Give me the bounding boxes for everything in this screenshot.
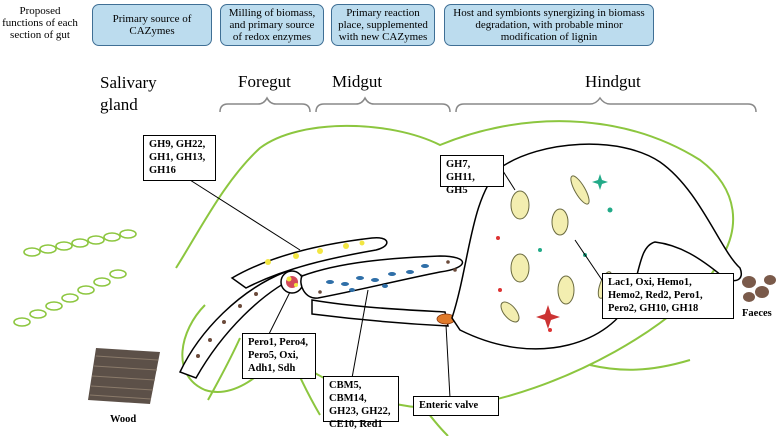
section-label-salivary: Salivary gland	[100, 73, 157, 114]
function-box-foregut: Milling of biomass, and primary source o…	[220, 4, 324, 46]
faeces-pellets-icon	[742, 275, 776, 302]
wood-block-icon	[88, 348, 160, 404]
midgut-tube-icon	[300, 255, 463, 299]
enzyme-box-salivary: GH9, GH22, GH1, GH13, GH16	[143, 135, 216, 181]
function-box-midgut: Primary reaction place, supplemented wit…	[331, 4, 435, 46]
midgut-particles	[326, 264, 429, 292]
termite-leg-icon	[207, 337, 691, 436]
section-label-midgut: Midgut	[332, 72, 383, 91]
header-label: Proposed functions of each section of gu…	[2, 5, 78, 41]
salivary-granules	[265, 240, 365, 265]
gizzard-contents	[286, 276, 298, 288]
enzyme-box-foregut: Pero1, Pero4, Pero5, Oxi, Adh1, Sdh	[242, 333, 316, 379]
faeces-label: Faeces	[742, 308, 772, 319]
function-box-hindgut: Host and symbionts synergizing in biomas…	[444, 4, 654, 46]
enzyme-box-hindgut-protists: GH7, GH11, GH5	[440, 155, 504, 196]
protist-cells-icon	[500, 175, 613, 323]
wood-label: Wood	[110, 414, 137, 425]
section-label-hindgut: Hindgut	[585, 72, 641, 91]
enzyme-box-hindgut-host: Lac1, Oxi, Hemo1, Hemo2, Red2, Pero1, Pe…	[602, 273, 734, 319]
wood-particles	[196, 260, 457, 358]
enteric-valve-label: Enteric valve	[413, 396, 499, 416]
section-brackets	[219, 96, 757, 113]
function-box-salivary: Primary source of CAZymes	[92, 4, 212, 46]
section-label-foregut: Foregut	[238, 72, 291, 91]
antenna-icon	[13, 229, 137, 327]
salivary-gland-icon	[230, 237, 388, 289]
hindgut-tube-icon	[311, 299, 449, 327]
enzyme-box-midgut: CBM5, CBM14, GH23, GH22, CE10, Red1	[323, 376, 399, 430]
